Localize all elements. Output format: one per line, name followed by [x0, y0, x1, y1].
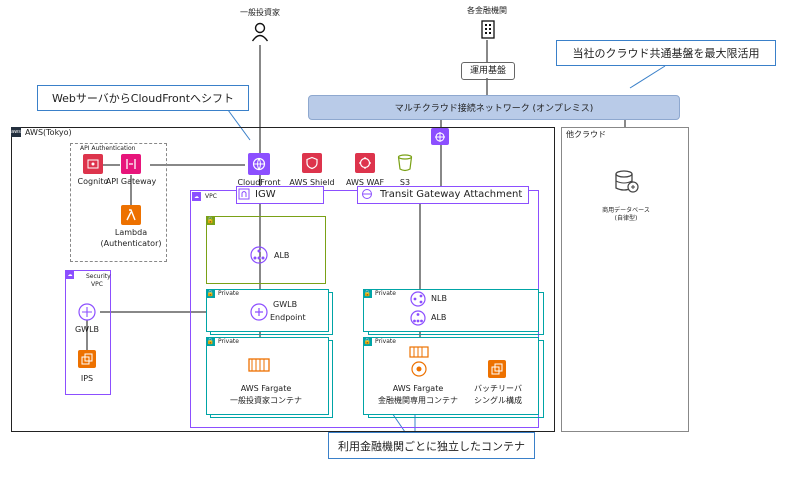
- fargate-public-label-1: AWS Fargate: [240, 384, 292, 393]
- aws-region-box: [11, 127, 555, 432]
- fargate-icon: [409, 346, 429, 358]
- lock-icon: 🔒: [363, 289, 372, 298]
- alb-icon: [249, 245, 269, 265]
- api-auth-group: [70, 143, 167, 262]
- private-subnet-nlb: [363, 289, 539, 332]
- tga-box: [357, 186, 529, 204]
- lock-icon: 🔒: [363, 337, 372, 346]
- public-subnet: [206, 216, 326, 284]
- waf-icon: [355, 153, 375, 173]
- security-vpc-title-1: Security: [86, 273, 111, 280]
- institutions-label: 各金融機関: [467, 6, 507, 15]
- cloudfront-shift-callout: WebサーバからCloudFrontへシフト: [37, 85, 249, 111]
- private-subnet-gwlb: [206, 289, 329, 332]
- lambda-label-1: Lambda: [114, 228, 148, 237]
- s3-bucket-icon: [395, 153, 415, 173]
- private-label-nlb: Private: [375, 290, 396, 297]
- batch-label-1: バッチリーバ: [474, 384, 522, 393]
- user-icon: [250, 22, 270, 42]
- fargate-icon: [248, 355, 270, 375]
- cognito-label: Cognito: [77, 177, 109, 186]
- fargate-fi-label-2: 金融機関専用コンテナ: [378, 396, 458, 405]
- tga-icon: [361, 188, 373, 200]
- unlock-icon: 🔓: [206, 216, 215, 225]
- alb-icon: [409, 309, 426, 326]
- gwlb-endpoint-label-1: GWLB: [273, 300, 298, 309]
- cognito-icon: [83, 154, 103, 174]
- private-subnet-fargate-fi: [363, 337, 539, 415]
- batch-label-2: シングル構成: [474, 396, 522, 405]
- lambda-label-2: (Authenticator): [100, 239, 162, 248]
- security-vpc-title-2: VPC: [91, 281, 103, 288]
- api-gateway-icon: [121, 154, 141, 174]
- lock-icon: 🔒: [206, 337, 215, 346]
- private-label-fargate-public: Private: [218, 338, 239, 345]
- cloudfront-label: CloudFront: [237, 178, 281, 187]
- api-auth-title: API Authentication: [80, 145, 136, 152]
- private-subnet-fargate-public: [206, 337, 329, 415]
- fargate-public-label-2: 一般投資家コンテナ: [230, 396, 302, 405]
- private-label-fargate-fi: Private: [375, 338, 396, 345]
- security-vpc-box: [65, 270, 111, 395]
- security-vpc-cloud-icon: ☁: [66, 271, 74, 279]
- aws-logo-icon: aws: [11, 127, 21, 137]
- gwlb-label: GWLB: [74, 325, 100, 334]
- vpc-cloud-icon: ☁: [192, 192, 201, 201]
- igw-label: IGW: [255, 189, 276, 200]
- multicloud-network-bar: マルチクラウド接続ネットワーク (オンプレミス): [308, 95, 680, 120]
- alb2-label: ALB: [431, 313, 447, 322]
- waf-label: AWS WAF: [345, 178, 385, 187]
- lock-icon: 🔒: [206, 289, 215, 298]
- vpc-title: VPC: [205, 193, 217, 200]
- ops-infra-box: 運用基盤: [461, 62, 515, 80]
- users-label: 一般投資家: [240, 8, 280, 17]
- aws-region-title: AWS(Tokyo): [25, 128, 72, 137]
- database-icon: [612, 168, 640, 196]
- private-label-gwlb: Private: [218, 290, 239, 297]
- batch-icon: [488, 360, 506, 378]
- lambda-icon: [121, 205, 141, 225]
- gwlb-icon: [77, 302, 97, 322]
- db-label-1: 商用データベース: [602, 207, 650, 214]
- transit-gateway-icon: [431, 128, 449, 145]
- shield-icon: [302, 153, 322, 173]
- gwlb-endpoint-icon: [250, 303, 268, 321]
- ips-label: IPS: [80, 374, 94, 383]
- per-institution-callout: 利用金融機関ごとに独立したコンテナ: [328, 432, 535, 459]
- other-cloud-title: 他クラウド: [566, 130, 606, 139]
- container-icon: [410, 360, 428, 378]
- ips-icon: [78, 350, 96, 368]
- igw-icon: [238, 188, 250, 200]
- building-icon: [478, 18, 498, 40]
- alb-label: ALB: [274, 251, 290, 260]
- shield-label: AWS Shield: [289, 178, 335, 187]
- api-gateway-label: API Gateway: [105, 177, 157, 186]
- gwlb-endpoint-label-2: Endpoint: [270, 313, 306, 322]
- shared-platform-callout: 当社のクラウド共通基盤を最大限活用: [556, 40, 776, 66]
- fargate-fi-label-1: AWS Fargate: [392, 384, 444, 393]
- db-label-2: (自律型): [614, 215, 638, 222]
- cloudfront-icon: [248, 153, 270, 175]
- igw-box: [236, 186, 324, 204]
- nlb-icon: [409, 290, 426, 307]
- tga-label: Transit Gateway Attachment: [380, 189, 523, 200]
- s3-label: S3: [399, 178, 411, 187]
- nlb-label: NLB: [431, 294, 447, 303]
- other-cloud-box: [561, 127, 689, 432]
